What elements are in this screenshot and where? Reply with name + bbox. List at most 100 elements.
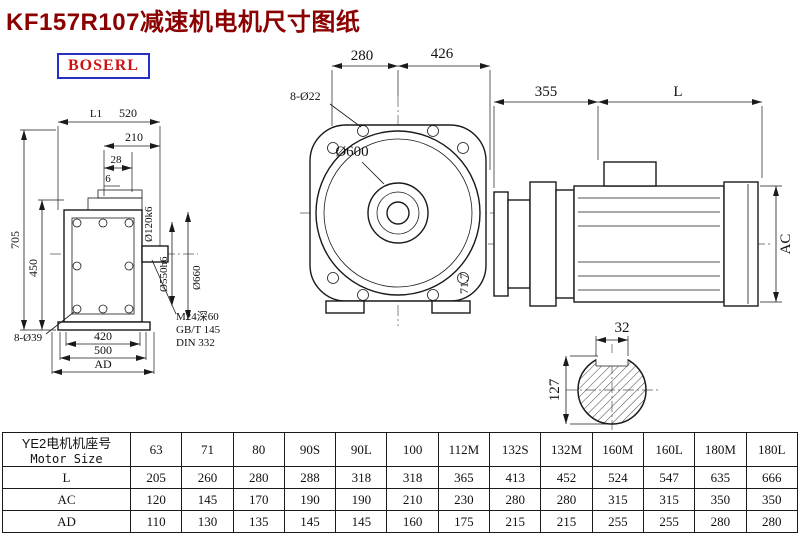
foot-right: [431, 300, 471, 314]
dimension-value-cell: 635: [694, 466, 747, 489]
dim-550-label: Ø550h6: [158, 256, 170, 292]
dim-520-label: 520: [119, 106, 137, 120]
motor-side-view: 355 L AC: [488, 84, 794, 307]
dim-660-label: Ø660: [191, 265, 203, 290]
dim-shaft-dia-label: Ø120k6: [143, 206, 155, 242]
dimension-value-cell: 135: [232, 510, 285, 533]
motor-size-col-header: 160M: [591, 432, 644, 467]
motor-size-col-header: 180L: [745, 432, 799, 467]
motor-size-col-header: 90L: [335, 432, 388, 467]
gearbox-front-view: 280 426 8-Ø22 Ø600 71.7 M24深60 GB/T 145 …: [151, 46, 500, 349]
dimension-value-cell: 452: [540, 466, 593, 489]
dimension-value-cell: 288: [283, 466, 337, 489]
dimension-value-cell: 145: [335, 510, 388, 533]
gearbox-rear-view: L1 520 210 28 6 705 450 420 500: [8, 106, 203, 375]
dimension-value-cell: 413: [489, 466, 542, 489]
motor-size-col-header: 71: [181, 432, 234, 467]
motor-size-col-header: 180M: [694, 432, 747, 467]
dimension-value-cell: 215: [540, 510, 593, 533]
dimension-value-cell: 280: [232, 466, 285, 489]
page-title: KF157R107减速机电机尺寸图纸: [6, 9, 361, 36]
motor-size-col-header: 112M: [437, 432, 491, 467]
dimension-value-cell: 190: [335, 488, 388, 511]
dimension-value-cell: 318: [386, 466, 439, 489]
motor-size-col-header: 100: [386, 432, 439, 467]
dimension-value-cell: 160: [386, 510, 439, 533]
dimension-value-cell: 230: [437, 488, 491, 511]
motor-size-label-en: Motor Size: [30, 452, 103, 466]
output-shaft-section: 32 127: [547, 320, 658, 430]
shaft-bore: [386, 201, 410, 225]
dim-L-label: L: [673, 84, 682, 100]
dimension-value-cell: 365: [437, 466, 491, 489]
dimension-value-cell: 210: [386, 488, 439, 511]
dim-355-label: 355: [535, 84, 558, 100]
note-gbt145: GB/T 145: [176, 324, 221, 336]
dimension-value-cell: 524: [591, 466, 644, 489]
motor-size-header-cell: YE2电机机座号 Motor Size: [2, 432, 131, 467]
dim-280-label: 280: [351, 48, 374, 64]
motor-size-col-header: 63: [129, 432, 183, 467]
dimension-value-cell: 255: [591, 510, 644, 533]
mounting-face: [71, 217, 135, 315]
dim-600-label: Ø600: [335, 144, 368, 160]
dimension-value-cell: 318: [335, 466, 388, 489]
motor-size-col-header: 160L: [642, 432, 696, 467]
dim-8xD39-label: 8-Ø39: [14, 332, 43, 344]
dimension-value-cell: 190: [283, 488, 337, 511]
technical-drawing: L1 520 210 28 6 705 450 420 500: [8, 46, 794, 430]
row-label-cell: AC: [2, 488, 131, 511]
dimension-value-cell: 280: [540, 488, 593, 511]
dimension-value-cell: 280: [489, 488, 542, 511]
dimension-value-cell: 120: [129, 488, 183, 511]
motor-size-col-header: 132S: [489, 432, 542, 467]
dimension-value-cell: 350: [694, 488, 747, 511]
dim-500-label: 500: [94, 343, 112, 357]
dim-AC-label: AC: [778, 234, 794, 255]
motor-flange: [529, 181, 557, 307]
dim-426-label: 426: [431, 46, 454, 62]
dimension-value-cell: 280: [745, 510, 799, 533]
dim-8xD22-label: 8-Ø22: [290, 89, 321, 103]
dimension-value-cell: 315: [642, 488, 696, 511]
motor-size-col-header: 132M: [540, 432, 593, 467]
dimension-value-cell: 255: [642, 510, 696, 533]
dim-450-label: 450: [26, 259, 40, 277]
dim-32-label: 32: [615, 320, 630, 336]
dimension-value-cell: 145: [283, 510, 337, 533]
dim-420-label: 420: [94, 329, 112, 343]
adapter-housing: [507, 199, 531, 289]
dimension-value-cell: 145: [181, 488, 234, 511]
foot-left: [325, 300, 365, 314]
dimension-value-cell: 110: [129, 510, 183, 533]
dimension-value-cell: 350: [745, 488, 799, 511]
dimension-value-cell: 175: [437, 510, 491, 533]
dim-28-label: 28: [111, 154, 123, 166]
base-foot: [57, 321, 151, 331]
motor-size-col-header: 90S: [283, 432, 337, 467]
dimension-value-cell: 205: [129, 466, 183, 489]
dimension-value-cell: 666: [745, 466, 799, 489]
dimension-value-cell: 260: [181, 466, 234, 489]
brand-logo: BOSERL: [57, 53, 150, 79]
motor-size-label-cn: YE2电机机座号: [21, 436, 112, 451]
note-m24: M24深60: [176, 310, 219, 323]
dimension-value-cell: 280: [694, 510, 747, 533]
motor-body: [573, 185, 725, 303]
output-shaft: [141, 245, 169, 263]
note-din332: DIN 332: [176, 337, 215, 349]
dimension-value-cell: 315: [591, 488, 644, 511]
dimension-value-cell: 215: [489, 510, 542, 533]
dim-717-label: 71.7: [457, 273, 471, 294]
fan-cover: [723, 181, 759, 307]
dimension-value-cell: 547: [642, 466, 696, 489]
terminal-box: [603, 161, 657, 187]
dimension-value-cell: 170: [232, 488, 285, 511]
row-label-cell: AD: [2, 510, 131, 533]
row-label-cell: L: [2, 466, 131, 489]
motor-size-col-header: 80: [232, 432, 285, 467]
